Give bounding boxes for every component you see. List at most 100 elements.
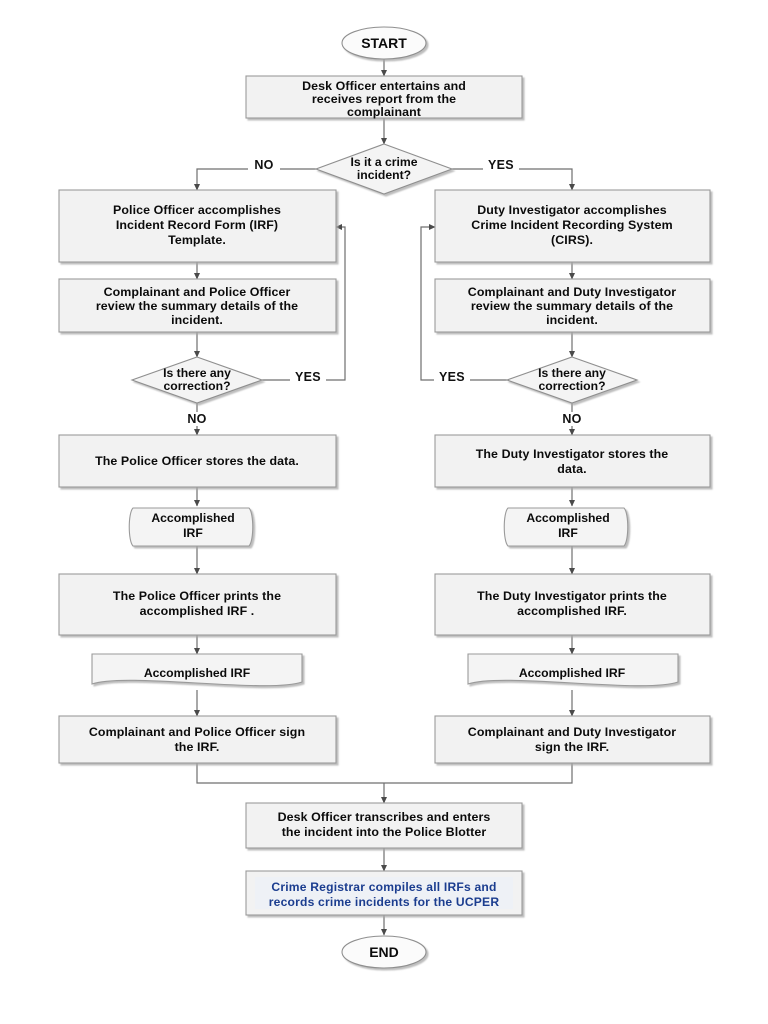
doc-left-2-shape — [91, 653, 303, 687]
police-officer-irf-line2: Incident Record Form (IRF) — [116, 218, 278, 232]
blotter-line1: Desk Officer transcribes and enters — [278, 810, 491, 824]
desk-officer-receive-line3: complainant — [347, 105, 421, 119]
edge-label-correction-left-no: NO — [187, 412, 206, 426]
doc-left-1-line1: Accomplished — [151, 511, 234, 525]
edge-label-correction-right-yes: YES — [439, 370, 465, 384]
node-police-officer-irf[interactable]: Police Officer accomplishes Incident Rec… — [58, 189, 337, 263]
registrar-text-highlight — [255, 877, 513, 909]
crime-decision-shape — [314, 143, 454, 195]
desk-officer-receive-shape — [245, 75, 523, 119]
end-label: END — [369, 944, 399, 960]
police-officer-irf-shape — [58, 189, 337, 263]
duty-investigator-cirs-line2: Crime Incident Recording System — [471, 218, 672, 232]
store-left-line1: The Police Officer stores the data. — [95, 454, 299, 468]
node-correction-right[interactable]: Is there any correction? — [505, 356, 639, 404]
blotter-line2: the incident into the Police Blotter — [282, 825, 487, 839]
print-left-shape — [58, 573, 337, 636]
node-registrar[interactable]: Crime Registrar compiles all IRFs and re… — [245, 870, 523, 916]
doc-right-1-shape — [503, 507, 629, 547]
correction-right-edge-labels: YES NO — [434, 370, 587, 426]
correction-left-line1: Is there any — [163, 366, 231, 380]
node-review-right[interactable]: Complainant and Duty Investigator review… — [434, 278, 711, 333]
connector-right-sign-to-merge — [384, 763, 573, 784]
doc-right-1-line2: IRF — [558, 526, 578, 540]
node-desk-officer-receive[interactable]: Desk Officer entertains and receives rep… — [245, 75, 523, 119]
review-left-shape — [58, 278, 337, 333]
review-right-line2: review the summary details of the — [471, 299, 673, 313]
doc-right-2-shape — [467, 653, 679, 687]
crime-decision-line1: Is it a crime — [350, 155, 417, 169]
sign-right-line1: Complainant and Duty Investigator — [468, 725, 677, 739]
node-duty-investigator-cirs[interactable]: Duty Investigator accomplishes Crime Inc… — [434, 189, 711, 263]
store-right-shape — [434, 434, 711, 488]
blotter-shape — [245, 802, 523, 849]
correction-left-edge-labels: YES NO — [182, 370, 326, 426]
edge-label-correction-right-no: NO — [562, 412, 581, 426]
police-officer-irf-line1: Police Officer accomplishes — [113, 203, 281, 217]
print-right-line2: accomplished IRF. — [517, 604, 627, 618]
node-start[interactable]: START — [341, 26, 427, 60]
crime-decision-edge-labels: NO YES — [248, 158, 519, 172]
print-right-line1: The Duty Investigator prints the — [477, 589, 667, 603]
start-label: START — [361, 35, 407, 51]
node-store-left[interactable]: The Police Officer stores the data. — [58, 434, 337, 488]
node-store-right[interactable]: The Duty Investigator stores the data. — [434, 434, 711, 488]
connector-crime-decision-yes — [452, 168, 576, 191]
doc-left-1-shape — [128, 507, 254, 547]
sign-right-shape — [434, 715, 711, 764]
review-right-line3: incident. — [546, 313, 598, 327]
sign-left-line1: Complainant and Police Officer sign — [89, 725, 305, 739]
sign-right-line2: sign the IRF. — [535, 740, 609, 754]
node-correction-left[interactable]: Is there any correction? — [130, 356, 264, 404]
node-review-left[interactable]: Complainant and Police Officer review th… — [58, 278, 337, 333]
print-left-line2: accomplished IRF . — [140, 604, 255, 618]
node-doc-left-2[interactable]: Accomplished IRF — [91, 653, 303, 687]
registrar-line2: records crime incidents for the UCPER — [269, 895, 500, 909]
store-left-shape — [58, 434, 337, 488]
correction-right-line2: correction? — [538, 379, 605, 393]
node-sign-right[interactable]: Complainant and Duty Investigator sign t… — [434, 715, 711, 764]
doc-right-1-line1: Accomplished — [526, 511, 609, 525]
sign-left-shape — [58, 715, 337, 764]
registrar-line1: Crime Registrar compiles all IRFs and — [271, 880, 496, 894]
node-end[interactable]: END — [341, 935, 427, 969]
duty-investigator-cirs-shape — [434, 189, 711, 263]
node-sign-left[interactable]: Complainant and Police Officer sign the … — [58, 715, 337, 764]
print-left-line1: The Police Officer prints the — [113, 589, 281, 603]
doc-right-2-line1: Accomplished IRF — [519, 666, 625, 680]
sign-left-line2: the IRF. — [175, 740, 220, 754]
duty-investigator-cirs-line3: (CIRS). — [551, 233, 593, 247]
node-doc-right-1[interactable]: Accomplished IRF — [503, 507, 629, 547]
duty-investigator-cirs-line1: Duty Investigator accomplishes — [477, 203, 667, 217]
store-right-line2: data. — [557, 462, 586, 476]
review-left-line3: incident. — [171, 313, 223, 327]
store-right-line1: The Duty Investigator stores the — [476, 447, 669, 461]
correction-left-shape — [130, 356, 264, 404]
connector-left-sign-to-merge — [196, 763, 384, 784]
desk-officer-receive-line1: Desk Officer entertains and — [302, 79, 466, 93]
doc-left-2-line1: Accomplished IRF — [144, 666, 250, 680]
review-left-line1: Complainant and Police Officer — [104, 285, 291, 299]
node-print-left[interactable]: The Police Officer prints the accomplish… — [58, 573, 337, 636]
node-blotter[interactable]: Desk Officer transcribes and enters the … — [245, 802, 523, 849]
end-terminator-shape — [341, 935, 427, 969]
desk-officer-receive-line2: receives report from the — [312, 92, 456, 106]
print-right-shape — [434, 573, 711, 636]
node-crime-decision[interactable]: Is it a crime incident? — [314, 143, 454, 195]
node-doc-left-1[interactable]: Accomplished IRF — [128, 507, 254, 547]
start-terminator-shape — [341, 26, 427, 60]
correction-right-shape — [505, 356, 639, 404]
doc-left-1-line2: IRF — [183, 526, 203, 540]
edge-label-correction-left-yes: YES — [295, 370, 321, 384]
connector-crime-decision-no — [193, 168, 316, 191]
correction-left-line2: correction? — [163, 379, 230, 393]
review-left-line2: review the summary details of the — [96, 299, 298, 313]
node-print-right[interactable]: The Duty Investigator prints the accompl… — [434, 573, 711, 636]
crime-decision-line2: incident? — [357, 168, 411, 182]
correction-right-line1: Is there any — [538, 366, 606, 380]
edge-label-crime-yes: YES — [488, 158, 514, 172]
police-officer-irf-line3: Template. — [168, 233, 226, 247]
node-doc-right-2[interactable]: Accomplished IRF — [467, 653, 679, 687]
